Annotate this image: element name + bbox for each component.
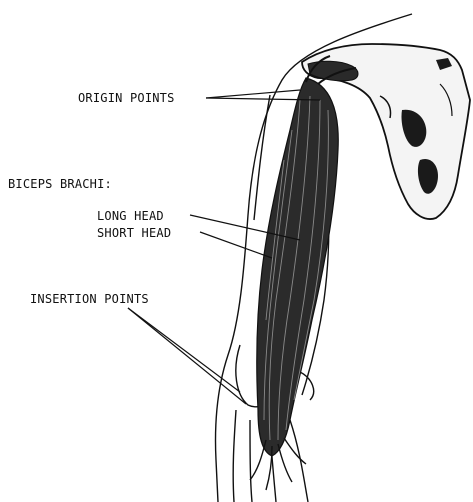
insertion-leader-1 [128,308,240,392]
origin-leader-1 [206,90,300,98]
insertion-points-label: INSERTION POINTS [30,292,149,306]
biceps-brachi-label: BICEPS BRACHI: [8,177,112,191]
long-head-label: LONG HEAD [97,209,164,223]
short-head-leader [200,232,272,258]
short-head-label: SHORT HEAD [97,226,171,240]
origin-points-label: ORIGIN POINTS [78,91,175,105]
